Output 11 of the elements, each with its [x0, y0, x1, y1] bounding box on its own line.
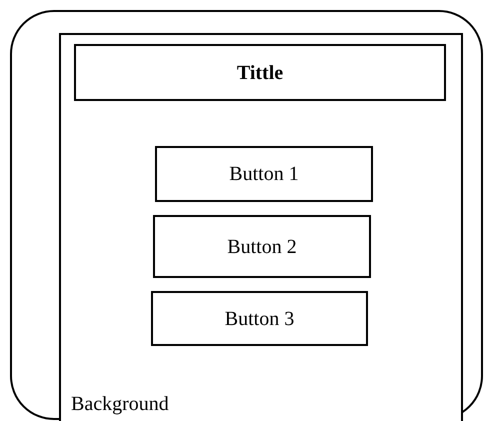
- title-box: [74, 44, 446, 101]
- device-frame: [10, 10, 483, 420]
- title-text: Tittle: [236, 62, 284, 82]
- screen-panel: [59, 33, 463, 421]
- button-box: [155, 146, 373, 202]
- button-label: Button 2: [227, 236, 297, 256]
- screen-label: Background: [71, 393, 169, 415]
- button-box: [153, 215, 371, 278]
- button-label: Button 1: [229, 164, 299, 184]
- button-box: [151, 291, 368, 346]
- button-label: Button 3: [224, 308, 294, 328]
